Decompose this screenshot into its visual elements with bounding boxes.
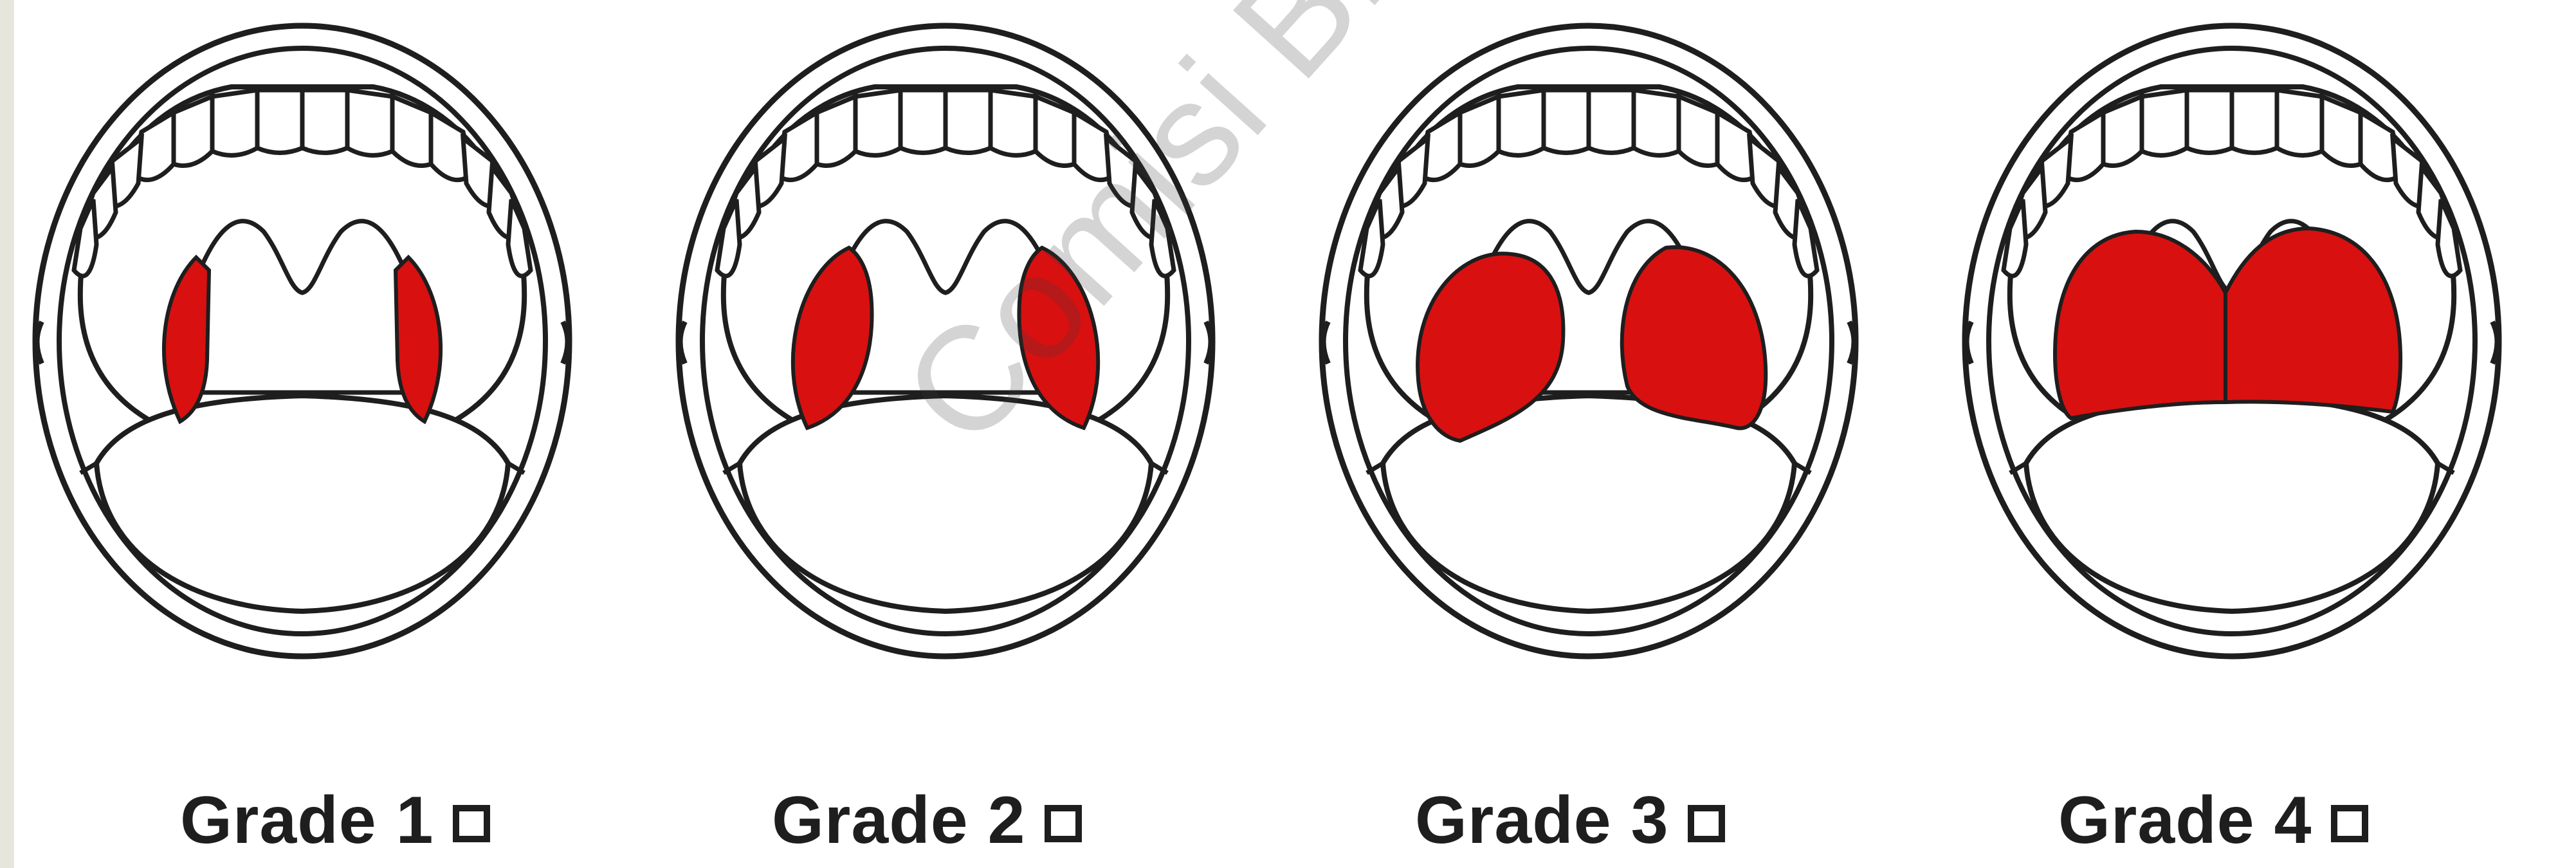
grade-number: 4 [2274,782,2312,859]
grade-3-checkbox[interactable] [1688,805,1725,842]
mouth-grade-3 [1322,26,1856,656]
grade-word: Grade [772,782,969,859]
mouth-grade-4 [1965,26,2499,656]
grade-label-4: Grade 4 [2058,779,2368,862]
grade-number: 2 [988,782,1026,859]
grade-2-checkbox[interactable] [1045,805,1082,842]
mouth-grade-2 [679,26,1212,656]
grade-number: 3 [1631,782,1669,859]
grade-word: Grade [2058,782,2255,859]
grade-label-1: Grade 1 [180,779,490,862]
tonsil-left [2055,232,2225,418]
grade-4-checkbox[interactable] [2331,805,2368,842]
mouth-grade-1 [35,26,569,656]
grade-word: Grade [1415,782,1612,859]
grade-1-checkbox[interactable] [453,805,490,842]
grade-label-3: Grade 3 [1415,779,1725,862]
grade-number: 1 [396,782,434,859]
grade-label-2: Grade 2 [772,779,1082,862]
grade-word: Grade [180,782,377,859]
